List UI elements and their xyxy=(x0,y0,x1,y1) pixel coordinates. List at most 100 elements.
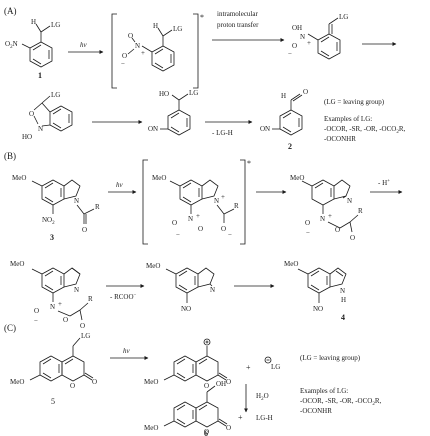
compound-number-5: 5 xyxy=(51,397,55,406)
meo-label: MeO xyxy=(284,260,298,268)
aci-nitro-intermediate: LG OH N O + − xyxy=(288,13,348,60)
lg-label: LG xyxy=(339,13,348,21)
n-label: N xyxy=(320,215,325,223)
plus-sign: + xyxy=(238,413,243,422)
plus-charge: + xyxy=(58,300,62,308)
no2-label: NO2 xyxy=(42,216,55,226)
plus-charge: + xyxy=(221,193,225,201)
meo-label: MeO xyxy=(146,262,160,270)
compound-number-1: 1 xyxy=(38,71,42,80)
no2-label: O2N xyxy=(5,40,18,50)
o-label: O xyxy=(122,52,127,60)
o-label: O xyxy=(80,322,85,330)
plus-charge: + xyxy=(328,212,332,220)
n-label: N xyxy=(135,42,140,50)
lg-label: LG xyxy=(81,332,90,340)
plus-sign: + xyxy=(246,363,251,372)
o-label: O xyxy=(34,307,39,315)
meo-label: MeO xyxy=(12,174,26,182)
n-label: N xyxy=(347,197,352,205)
lg-note-a: (LG = leaving group) xyxy=(324,98,385,106)
minus-rcoo-label: - RCOO− xyxy=(110,293,137,301)
minus-charge: − xyxy=(288,50,292,58)
n-label: N xyxy=(38,125,43,133)
n-label: N xyxy=(300,33,305,41)
compound-number-4: 4 xyxy=(341,313,345,322)
r-label: R xyxy=(358,207,363,215)
o-label: O xyxy=(292,42,297,50)
lg-anion: LG xyxy=(264,356,280,371)
compound-5: LG O O MeO 5 xyxy=(10,332,97,406)
plus-charge: + xyxy=(196,212,200,220)
excited-state-b: * MeO N + R O − N + O O − xyxy=(142,159,251,245)
meo-label: MeO xyxy=(10,378,24,386)
hv-label-b1: hv xyxy=(116,181,124,189)
compound-3: MeO N O R NO2 3 xyxy=(12,174,100,242)
o-label: O xyxy=(198,225,203,233)
o-label: O xyxy=(204,428,209,436)
lg-label: LG xyxy=(189,89,198,97)
plus-charge: + xyxy=(307,39,311,47)
n-label: N xyxy=(50,303,55,311)
minus-charge: − xyxy=(121,60,125,68)
o-label: O xyxy=(128,32,133,40)
lg-label: LG xyxy=(173,25,182,33)
compound-number-3: 3 xyxy=(50,233,54,242)
examples-line2-c: -OCONHR xyxy=(300,407,332,415)
lgh-label-c: LG-H xyxy=(256,414,273,422)
meo-label: MeO xyxy=(290,174,304,182)
n-label: N xyxy=(214,197,219,205)
o-label: O xyxy=(63,316,68,324)
compound-4: MeO N H NO 4 xyxy=(284,260,347,322)
n-label: N xyxy=(210,286,215,294)
on-label: ON xyxy=(148,125,158,133)
lg-label: LG xyxy=(51,91,60,99)
benzisoxazoline-intermediate: LG O N HO xyxy=(22,91,73,141)
hv-label-c1: hv xyxy=(123,347,131,355)
o-label: O xyxy=(226,378,231,386)
examples-line1-c: -OCOR, -SR, -OR, -OCO2R, xyxy=(300,397,382,407)
r-label: R xyxy=(234,202,239,210)
compound-1: H LG O2N 1 xyxy=(5,18,60,80)
h-label: H xyxy=(281,92,286,100)
ho-label: HO xyxy=(159,90,169,98)
meo-label: MeO xyxy=(10,260,24,268)
minus-charge: − xyxy=(34,317,38,325)
oh-label: OH xyxy=(292,24,302,32)
nitroso-indolenine: MeO N NO xyxy=(146,262,215,313)
lg-label: LG xyxy=(51,21,60,29)
n-label: N xyxy=(74,286,79,294)
minus-lgh-label: - LG-H xyxy=(212,129,233,137)
compound-6: OH O O MeO 6 xyxy=(144,380,231,436)
o-label: O xyxy=(335,226,340,234)
compound-number-6: 6 xyxy=(204,429,208,436)
minus-h-label: - H+ xyxy=(378,179,390,187)
intramolecular-label: intramolecular xyxy=(217,10,258,18)
on-label: ON xyxy=(260,125,270,133)
examples-title-a: Examples of LG: xyxy=(324,115,372,123)
panel-label-c: (C) xyxy=(4,323,16,333)
cyclized-intermediate-b: MeO N N + O − R O O xyxy=(290,174,363,242)
compound-2: H O ON 2 xyxy=(260,88,308,151)
n-label: N xyxy=(74,197,79,205)
no-label: NO xyxy=(313,305,323,313)
oh-label: OH xyxy=(216,380,226,388)
minus-charge: − xyxy=(228,231,232,239)
o-label: O xyxy=(303,88,308,96)
star-b: * xyxy=(247,159,251,168)
o-label: O xyxy=(82,226,87,234)
h-label: H xyxy=(153,22,158,30)
o-label: O xyxy=(226,424,231,432)
r-label: R xyxy=(95,203,100,211)
coumarinyl-cation: O O MeO xyxy=(144,338,231,390)
o-label: O xyxy=(172,219,177,227)
meo-label: MeO xyxy=(152,174,166,182)
o-label: O xyxy=(70,382,75,390)
hv-label-a1: hv xyxy=(80,41,88,49)
h-label: H xyxy=(341,296,346,304)
lg-note-c: (LG = leaving group) xyxy=(300,354,361,362)
o-label: O xyxy=(29,110,34,118)
plus-charge: + xyxy=(141,49,145,57)
o-label: O xyxy=(350,234,355,242)
o-label: O xyxy=(221,225,226,233)
